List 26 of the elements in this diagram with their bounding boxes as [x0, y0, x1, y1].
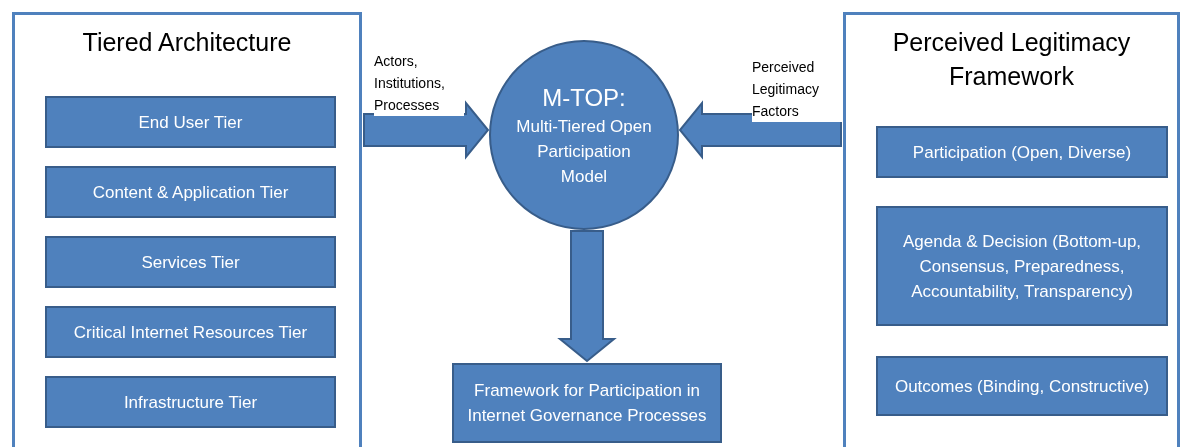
block-arrow [363, 100, 490, 160]
panel-title: Perceived Legitimacy Framework [891, 27, 1132, 92]
process-box [45, 166, 336, 218]
box-text: Infrastructure Tier [123, 391, 258, 414]
box-text: Critical Internet Resources Tier [73, 321, 308, 344]
box-text: End User Tier [138, 111, 243, 134]
process-box [45, 96, 336, 148]
box-text: Services Tier [141, 251, 240, 274]
box-text: Agenda & Decision (Bottom-up, Consensus, Preparedness, Accountability, Transparency) [901, 230, 1143, 303]
process-box [876, 126, 1168, 178]
box-text: Participation (Open, Diverse) [912, 141, 1132, 164]
panel-title: Tiered Architecture [81, 27, 293, 58]
circle-text: Multi-Tiered Open Participation Model [515, 115, 653, 188]
box-text: Content & Application Tier [92, 181, 289, 204]
process-box [45, 376, 336, 428]
process-box [45, 236, 336, 288]
box-text: Framework for Participation in Internet Governance Processes [466, 380, 708, 427]
process-box [876, 206, 1168, 326]
process-box [45, 306, 336, 358]
block-arrow [557, 230, 617, 363]
process-box [876, 356, 1168, 416]
panel [843, 12, 1180, 447]
panel [12, 12, 362, 447]
box-text: Outcomes (Binding, Constructive) [894, 375, 1150, 398]
circle-title: M-TOP: [542, 82, 626, 113]
process-box [452, 363, 722, 443]
